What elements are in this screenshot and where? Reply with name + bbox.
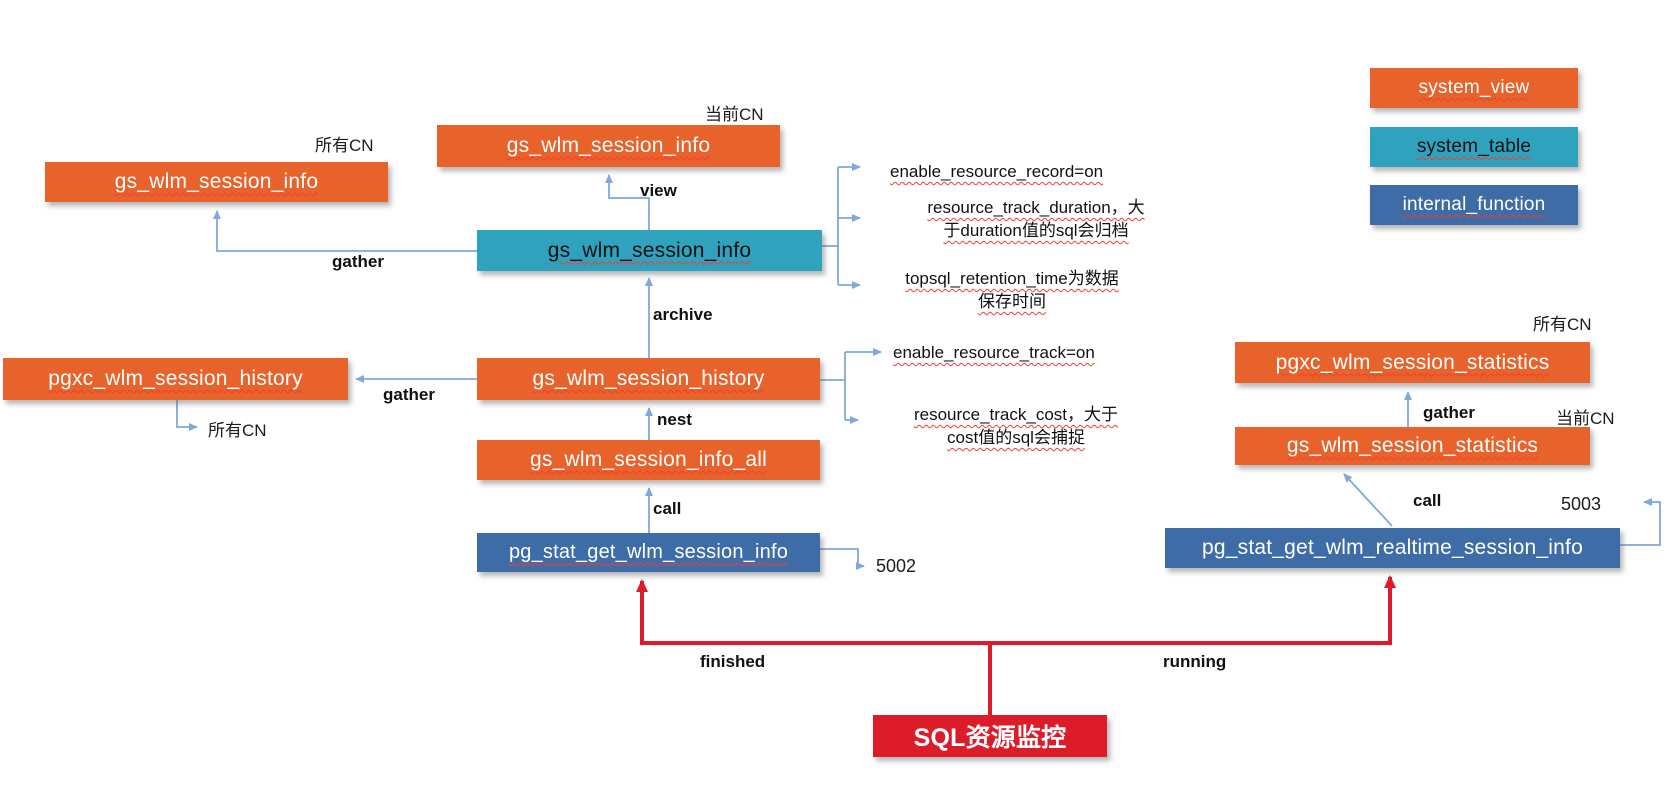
node-label: gs_wlm_session_history — [532, 367, 765, 390]
node-gs-wlm-session-info-current-cn: gs_wlm_session_info — [437, 125, 780, 167]
node-pg-stat-get-wlm-session-info: pg_stat_get_wlm_session_info — [477, 533, 820, 572]
legend-system-table: system_table — [1370, 127, 1578, 167]
annotation-topsql-retention-time: topsql_retention_time为数据 保存时间 — [878, 267, 1146, 313]
edge-label-gather-mid: gather — [383, 385, 435, 404]
node-label: gs_wlm_session_statistics — [1286, 434, 1539, 457]
port-5003: 5003 — [1561, 494, 1602, 514]
annotation-line: cost值的sql会捕捉 — [947, 428, 1085, 447]
node-label: gs_wlm_session_info — [547, 238, 752, 262]
annotation-resource-track-duration: resource_track_duration，大 于duration值的sql… — [880, 196, 1192, 242]
annotation-enable-resource-record: enable_resource_record=on — [890, 160, 1103, 183]
node-pgxc-wlm-session-statistics: pgxc_wlm_session_statistics — [1235, 342, 1590, 383]
edge-label-nest: nest — [657, 410, 692, 429]
node-gs-wlm-session-statistics: gs_wlm_session_statistics — [1235, 427, 1590, 465]
node-label: gs_wlm_session_info — [114, 170, 319, 193]
port-5002: 5002 — [876, 556, 917, 576]
note-all-cn-top-left: 所有CN — [315, 136, 374, 155]
node-gs-wlm-session-history: gs_wlm_session_history — [477, 358, 820, 400]
node-label: gs_wlm_session_info — [506, 134, 711, 157]
node-label: gs_wlm_session_info_all — [530, 448, 767, 471]
annotation-line: enable_resource_record=on — [890, 162, 1104, 181]
node-pgxc-wlm-session-history: pgxc_wlm_session_history — [3, 358, 348, 400]
node-gs-wlm-session-info-table: gs_wlm_session_info — [477, 230, 822, 271]
edge-label-finished: finished — [700, 652, 766, 671]
annotation-line: resource_track_duration，大 — [927, 198, 1145, 217]
edge-label-gather-top: gather — [332, 252, 384, 271]
edge-label-running: running — [1163, 652, 1227, 671]
edge-view — [605, 174, 650, 230]
annotation-line: 于duration值的sql会归档 — [943, 221, 1129, 240]
node-label: pg_stat_get_wlm_realtime_session_info — [1202, 536, 1583, 559]
note-current-cn-top-center: 当前CN — [705, 105, 764, 124]
annotation-line: topsql_retention_time为数据 — [905, 269, 1119, 288]
node-label: SQL资源监控 — [913, 724, 1067, 752]
legend-system-view-label: system_view — [1418, 77, 1530, 98]
note-all-cn-pgxc-history: 所有CN — [208, 421, 267, 440]
note-current-cn-statistics: 当前CN — [1556, 409, 1615, 428]
edge-label-view: view — [640, 181, 677, 200]
annotation-enable-resource-track: enable_resource_track=on — [893, 341, 1095, 364]
annotation-line: resource_track_cost，大于 — [913, 405, 1119, 424]
edge-pgxc-history-all-cn — [176, 400, 198, 431]
legend-internal-function-label: internal_function — [1402, 194, 1546, 215]
edge-label-gather-right: gather — [1423, 403, 1475, 422]
edge-label-call-left: call — [653, 499, 682, 518]
node-label: pgxc_wlm_session_statistics — [1275, 350, 1550, 374]
legend-internal-function: internal_function — [1370, 185, 1578, 225]
edge-port-5002 — [820, 548, 865, 570]
edge-port-5003 — [1620, 498, 1661, 546]
edge-label-call-right: call — [1413, 491, 1442, 510]
annotation-line: 保存时间 — [978, 292, 1046, 311]
annotation-resource-track-cost: resource_track_cost，大于 cost值的sql会捕捉 — [880, 403, 1152, 449]
legend-system-table-label: system_table — [1416, 136, 1532, 157]
edge-call-right — [1343, 473, 1393, 527]
annotation-line: enable_resource_track=on — [893, 343, 1095, 362]
node-sql-resource-monitor: SQL资源监控 — [873, 715, 1107, 757]
node-gs-wlm-session-info-all: gs_wlm_session_info_all — [477, 440, 820, 480]
edge-label-archive: archive — [653, 305, 713, 324]
node-label: pgxc_wlm_session_history — [48, 367, 303, 390]
node-gs-wlm-session-info-all-cn: gs_wlm_session_info — [45, 162, 388, 202]
legend-system-view: system_view — [1370, 68, 1578, 108]
node-pg-stat-get-wlm-realtime-session-info: pg_stat_get_wlm_realtime_session_info — [1165, 528, 1620, 568]
note-all-cn-pgxc-statistics: 所有CN — [1533, 315, 1592, 334]
edge-gather-top — [213, 210, 477, 252]
node-label: pg_stat_get_wlm_session_info — [508, 541, 789, 563]
